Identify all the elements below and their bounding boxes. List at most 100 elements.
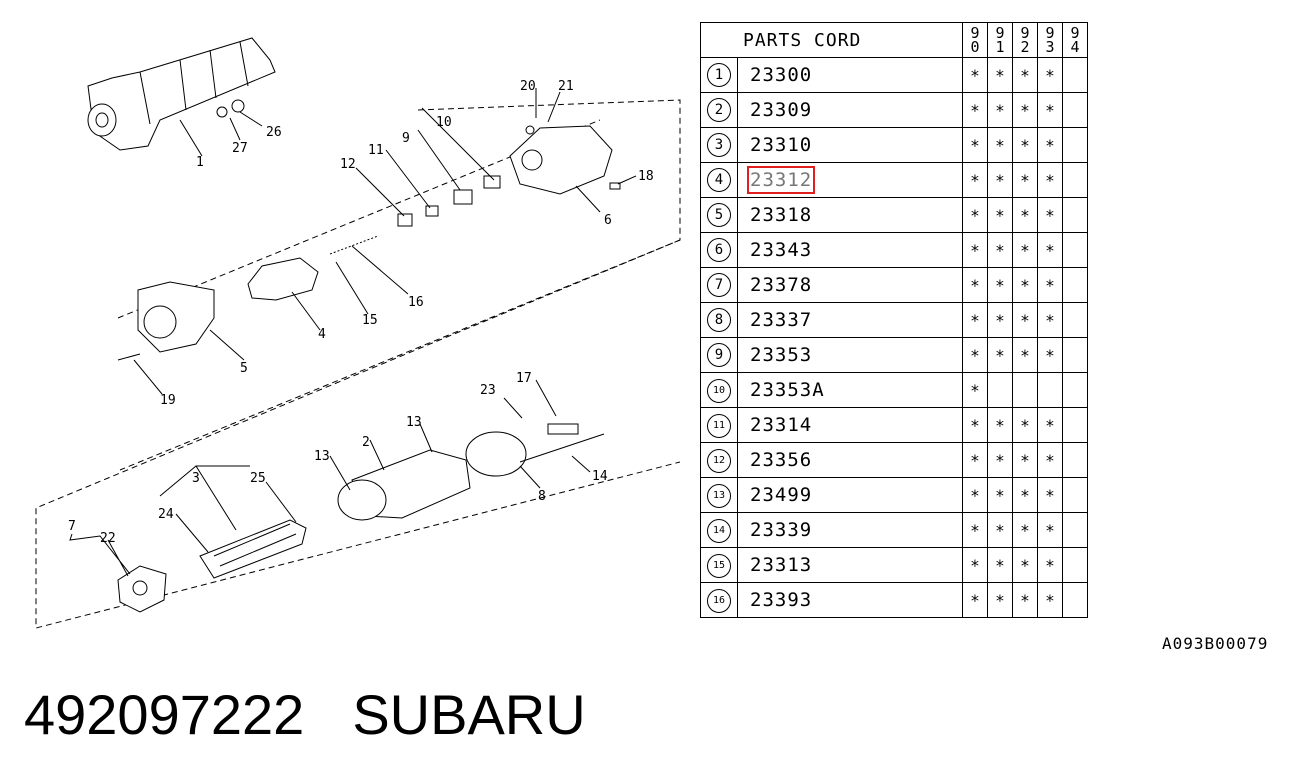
callout-5: 5 (240, 361, 248, 376)
part-code[interactable]: 23313 (750, 554, 813, 576)
part-code[interactable]: 23318 (750, 204, 813, 226)
leader-lines (69, 88, 637, 577)
callout-25: 25 (250, 471, 266, 486)
year-mark: * (962, 372, 988, 408)
callout-13-lower: 13 (314, 449, 330, 464)
callout-14: 14 (592, 469, 608, 484)
row-index: 9 (700, 337, 738, 373)
year-mark: * (987, 337, 1013, 373)
year-mark: * (1037, 302, 1063, 338)
year-mark (987, 372, 1013, 408)
part-code[interactable]: 23356 (750, 449, 813, 471)
callout-17: 17 (516, 371, 532, 386)
callout-3: 3 (192, 471, 200, 486)
year-mark: * (1037, 127, 1063, 163)
year-mark (1062, 407, 1088, 443)
callout-6: 6 (604, 213, 612, 228)
callout-21: 21 (558, 79, 574, 94)
part-code[interactable]: 23337 (750, 309, 813, 331)
callout-26: 26 (266, 125, 282, 140)
circled-number: 15 (707, 553, 731, 578)
circled-number: 5 (707, 203, 731, 227)
circled-number: 6 (707, 238, 731, 262)
part-code[interactable]: 23314 (750, 414, 813, 436)
circled-number: 11 (707, 413, 731, 438)
row-index: 10 (700, 372, 738, 408)
reference-code: A093B00079 (1162, 634, 1269, 653)
part-code[interactable]: 23309 (750, 99, 813, 121)
year-mark: * (1012, 337, 1038, 373)
year-mark: * (962, 407, 988, 443)
part-code[interactable]: 23310 (750, 134, 813, 156)
year-mark (1062, 372, 1088, 408)
table-row[interactable]: 10 23353A * (700, 372, 1088, 408)
year-mark: * (987, 197, 1013, 233)
part-code[interactable]: 23353 (750, 344, 813, 366)
callout-11: 11 (368, 143, 384, 158)
year-mark: * (962, 582, 988, 618)
lower-exploded-parts (117, 423, 605, 613)
part-code[interactable]: 23499 (750, 484, 813, 506)
callout-9: 9 (402, 131, 410, 146)
part-code-cell: 23353 (737, 337, 963, 373)
year-mark: * (962, 127, 988, 163)
year-mark: * (962, 57, 988, 93)
row-index: 12 (700, 442, 738, 478)
circled-number: 2 (707, 98, 731, 122)
year-mark: * (987, 512, 1013, 548)
part-code[interactable]: 23393 (750, 589, 813, 611)
year-mark (1062, 127, 1088, 163)
year-mark: * (1037, 477, 1063, 513)
year-mark: * (1037, 582, 1063, 618)
callout-4: 4 (318, 327, 326, 342)
part-code[interactable]: 23300 (750, 64, 813, 86)
part-code[interactable]: 23378 (750, 274, 813, 296)
year-mark (1062, 442, 1088, 478)
highlighted-part-code[interactable]: 23312 (746, 166, 816, 194)
row-index: 13 (700, 477, 738, 513)
row-index: 16 (700, 582, 738, 618)
year-mark: * (962, 267, 988, 303)
row-index: 8 (700, 302, 738, 338)
callout-10: 10 (436, 115, 452, 130)
circled-number: 9 (707, 343, 731, 367)
part-code-cell: 23356 (737, 442, 963, 478)
callout-12: 12 (340, 157, 356, 172)
year-mark: * (987, 442, 1013, 478)
year-mark: * (1037, 407, 1063, 443)
year-mark: * (987, 92, 1013, 128)
year-mark: * (1012, 302, 1038, 338)
part-code[interactable]: 23343 (750, 239, 813, 261)
part-code[interactable]: 23339 (750, 519, 813, 541)
year-mark: * (962, 302, 988, 338)
callout-27: 27 (232, 141, 248, 156)
part-code-cell: 23337 (737, 302, 963, 338)
year-mark (1062, 512, 1088, 548)
year-mark (1062, 197, 1088, 233)
year-mark: * (962, 232, 988, 268)
callout-16: 16 (408, 295, 424, 310)
parts-cord-header: PARTS CORD (700, 22, 963, 58)
exploded-parts-diagram: 1 2 3 4 5 6 7 8 9 10 11 12 13 13 14 15 1… (35, 37, 681, 629)
year-mark: * (987, 162, 1013, 198)
circled-number: 4 (707, 168, 731, 192)
part-code[interactable]: 23353A (750, 379, 825, 401)
